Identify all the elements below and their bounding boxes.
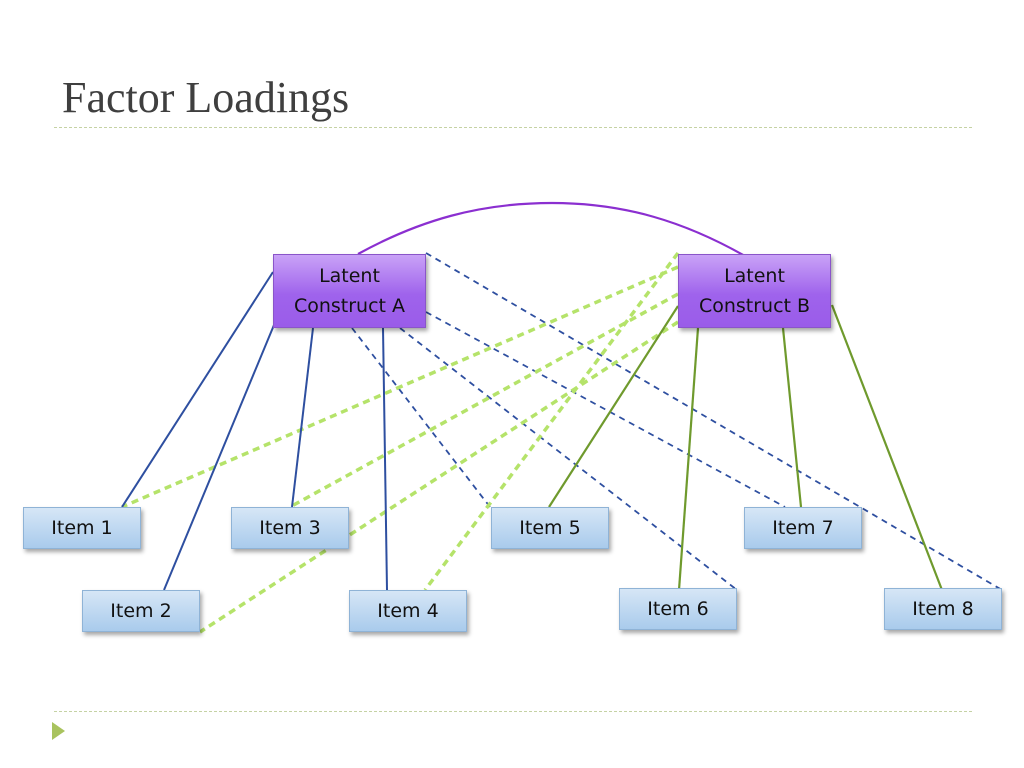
latent-construct-b-label: Latent Construct B [698,265,811,317]
footer-divider [54,711,972,712]
cross-loading-a-item7 [425,311,786,508]
cross-loading-b-item4 [423,251,680,592]
item-3-label: Item 3 [259,517,321,539]
cross-loading-b-item3 [289,292,679,509]
loading-b-item7 [781,327,803,508]
cross-loading-b-item2 [199,320,679,634]
loading-group-b [548,304,944,591]
item-6: Item 6 [619,588,737,630]
latent-construct-a: Latent Construct A [273,254,426,328]
item-2-label: Item 2 [110,600,172,622]
loading-b-item6 [677,327,700,591]
construct-correlation-arc [357,201,746,257]
loading-a-item4 [382,327,388,591]
latent-construct-b: Latent Construct B [678,254,831,328]
item-1: Item 1 [23,507,141,549]
item-4-label: Item 4 [377,600,439,622]
triangle-bullet-icon [52,722,65,740]
cross-loading-group-a [351,252,1003,591]
item-7-label: Item 7 [772,517,834,539]
item-7: Item 7 [744,507,862,549]
loading-a-item3 [291,327,314,508]
item-4: Item 4 [349,590,467,632]
item-5: Item 5 [491,507,609,549]
loading-group-a [121,271,388,591]
item-8: Item 8 [884,588,1002,630]
loading-a-item2 [163,324,275,591]
latent-construct-a-label: Latent Construct A [293,265,406,317]
item-1-label: Item 1 [51,517,113,539]
cross-loading-a-item5 [351,327,491,508]
cross-loading-a-item6 [399,327,738,591]
item-3: Item 3 [231,507,349,549]
slide-title: Factor Loadings [62,73,350,122]
loading-b-item5 [548,305,679,508]
item-8-label: Item 8 [912,598,974,620]
loading-a-item1 [121,271,274,508]
item-5-label: Item 5 [519,517,581,539]
loading-b-item8 [830,304,944,591]
title-divider [54,127,972,128]
item-2: Item 2 [82,590,200,632]
item-6-label: Item 6 [647,598,709,620]
cross-loading-a-item8 [425,252,1003,591]
